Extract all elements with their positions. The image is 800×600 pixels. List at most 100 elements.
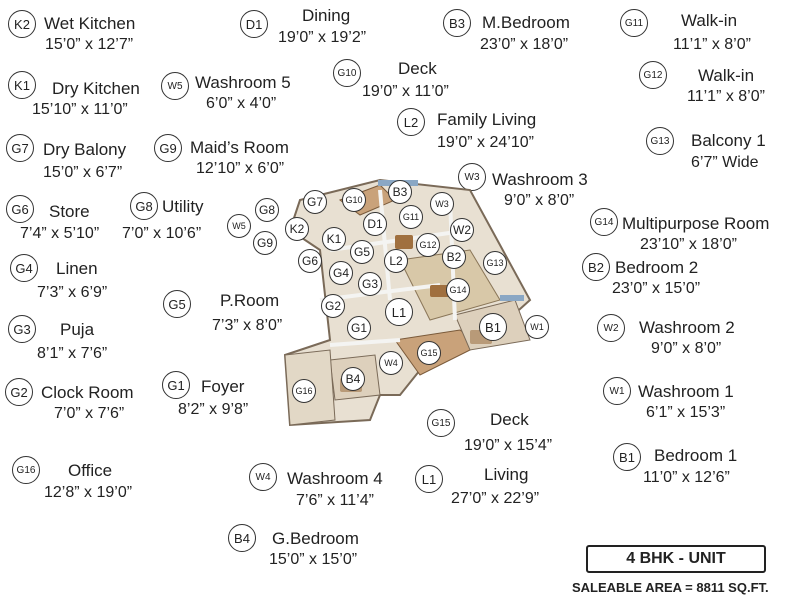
plan-marker: G7	[303, 190, 327, 214]
room-dim-g15: 19’0” x 15’4”	[464, 437, 553, 454]
room-name-g7: Dry Balony	[43, 140, 127, 159]
plan-marker: G15	[417, 341, 441, 365]
room-dim-l2: 19’0” x 24’10”	[437, 134, 534, 151]
plan-marker: G1	[347, 316, 371, 340]
plan-marker: W5	[227, 214, 251, 238]
plan-marker: G13	[483, 251, 507, 275]
room-dim-g3: 8’1” x 7’6”	[37, 345, 108, 362]
room-name-w3: Washroom 3	[492, 170, 588, 189]
plan-marker: K2	[285, 217, 309, 241]
code-badge-g9: G9	[154, 134, 182, 162]
plan-marker: G6	[298, 249, 322, 273]
room-dim-l1: 27’0” x 22’9”	[451, 490, 540, 507]
dining-table	[395, 235, 413, 249]
plan-marker: B2	[442, 245, 466, 269]
code-badge-b2: B2	[582, 253, 610, 281]
plan-marker: G4	[329, 261, 353, 285]
room-dim-g13: 6’7” Wide	[691, 154, 759, 171]
code-badge-g10: G10	[333, 59, 361, 87]
room-dim-k2: 15’0” x 12’7”	[45, 36, 134, 53]
room-name-g8: Utility	[162, 197, 204, 216]
room-dim-g4: 7’3” x 6’9”	[37, 284, 108, 301]
plan-marker: K1	[322, 227, 346, 251]
room-dim-b2: 23’0” x 15’0”	[612, 280, 701, 297]
plan-marker: D1	[363, 212, 387, 236]
code-badge-w2: W2	[597, 314, 625, 342]
plan-marker: L2	[384, 249, 408, 273]
code-badge-d1: D1	[240, 10, 268, 38]
code-badge-k2: K2	[8, 10, 36, 38]
plan-marker: B3	[388, 180, 412, 204]
room-dim-g11: 11’1” x 8’0”	[673, 36, 751, 53]
code-badge-w3: W3	[458, 163, 486, 191]
room-name-g13: Balcony 1	[691, 131, 766, 150]
wall	[329, 338, 401, 347]
room-name-g6: Store	[49, 202, 90, 221]
room-dim-g5: 7’3” x 8’0”	[212, 317, 283, 334]
room-name-d1: Dining	[302, 6, 351, 25]
code-badge-g8: G8	[130, 192, 158, 220]
plan-marker: G3	[358, 272, 382, 296]
window-glass	[500, 295, 524, 301]
room-name-g12: Walk-in	[698, 66, 755, 85]
room-dim-g7: 15’0” x 6’7”	[43, 164, 123, 181]
code-badge-b3: B3	[443, 9, 471, 37]
plan-marker: G2	[321, 294, 345, 318]
room-name-g1: Foyer	[201, 377, 245, 396]
code-badge-g16: G16	[12, 456, 40, 484]
room-dim-g1: 8’2” x 9’8”	[178, 401, 249, 418]
plan-marker: G9	[253, 231, 277, 255]
room-dim-k1: 15’10” x 11’0”	[32, 101, 128, 118]
plan-marker: W3	[430, 192, 454, 216]
plan-marker: G12	[416, 233, 440, 257]
room-name-g3: Puja	[60, 320, 95, 339]
room-name-l2: Family Living	[437, 110, 537, 129]
room-name-b2: Bedroom 2	[615, 258, 699, 277]
code-badge-l1: L1	[415, 465, 443, 493]
saleable-area: SALEABLE AREA = 8811 SQ.FT.	[572, 580, 769, 595]
room-dim-g10: 19’0” x 11’0”	[362, 83, 449, 100]
code-badge-g5: G5	[163, 290, 191, 318]
plan-marker: B1	[479, 313, 507, 341]
room-dim-g8: 7’0” x 10’6”	[122, 225, 202, 242]
plan-marker: G10	[342, 188, 366, 212]
room-name-w5: Washroom 5	[195, 73, 291, 92]
plan-marker: G5	[350, 240, 374, 264]
room-name-w4: Washroom 4	[287, 469, 383, 488]
code-badge-l2: L2	[397, 108, 425, 136]
room-dim-w4: 7’6” x 11’4”	[296, 492, 374, 509]
room-name-k1: Dry Kitchen	[52, 79, 140, 98]
code-badge-g6: G6	[6, 195, 34, 223]
room-dim-w3: 9’0” x 8’0”	[504, 192, 575, 209]
unit-type-label: 4 BHK - UNIT	[586, 545, 766, 573]
room-dim-b4: 15’0” x 15’0”	[269, 551, 358, 568]
room-dim-g6: 7’4” x 5’10”	[20, 225, 100, 242]
room-dim-w2: 9’0” x 8’0”	[651, 340, 722, 357]
room-dim-d1: 19’0” x 19’2”	[278, 29, 367, 46]
code-badge-w5: W5	[161, 72, 189, 100]
room-name-g2: Clock Room	[41, 383, 134, 402]
room-dim-w1: 6’1” x 15’3”	[646, 404, 726, 421]
room-name-g15: Deck	[490, 410, 529, 429]
room-dim-w5: 6’0” x 4’0”	[206, 95, 277, 112]
code-badge-g7: G7	[6, 134, 34, 162]
plan-marker: W2	[450, 218, 474, 242]
code-badge-g1: G1	[162, 371, 190, 399]
code-badge-b1: B1	[613, 443, 641, 471]
plan-marker: G11	[399, 205, 423, 229]
code-badge-w4: W4	[249, 463, 277, 491]
plan-marker: G8	[255, 198, 279, 222]
code-badge-g2: G2	[5, 378, 33, 406]
room-name-g4: Linen	[56, 259, 98, 278]
room-name-w2: Washroom 2	[639, 318, 735, 337]
room-name-k2: Wet Kitchen	[44, 14, 136, 33]
room-dim-g2: 7’0” x 7’6”	[54, 405, 125, 422]
room-name-l1: Living	[484, 465, 529, 484]
code-badge-g13: G13	[646, 127, 674, 155]
code-badge-w1: W1	[603, 377, 631, 405]
room-dim-b3: 23’0” x 18’0”	[480, 36, 569, 53]
room-name-b3: M.Bedroom	[482, 13, 570, 32]
plan-marker: W1	[525, 315, 549, 339]
room-name-g16: Office	[68, 461, 113, 480]
room-dim-g9: 12’10” x 6’0”	[196, 160, 285, 177]
